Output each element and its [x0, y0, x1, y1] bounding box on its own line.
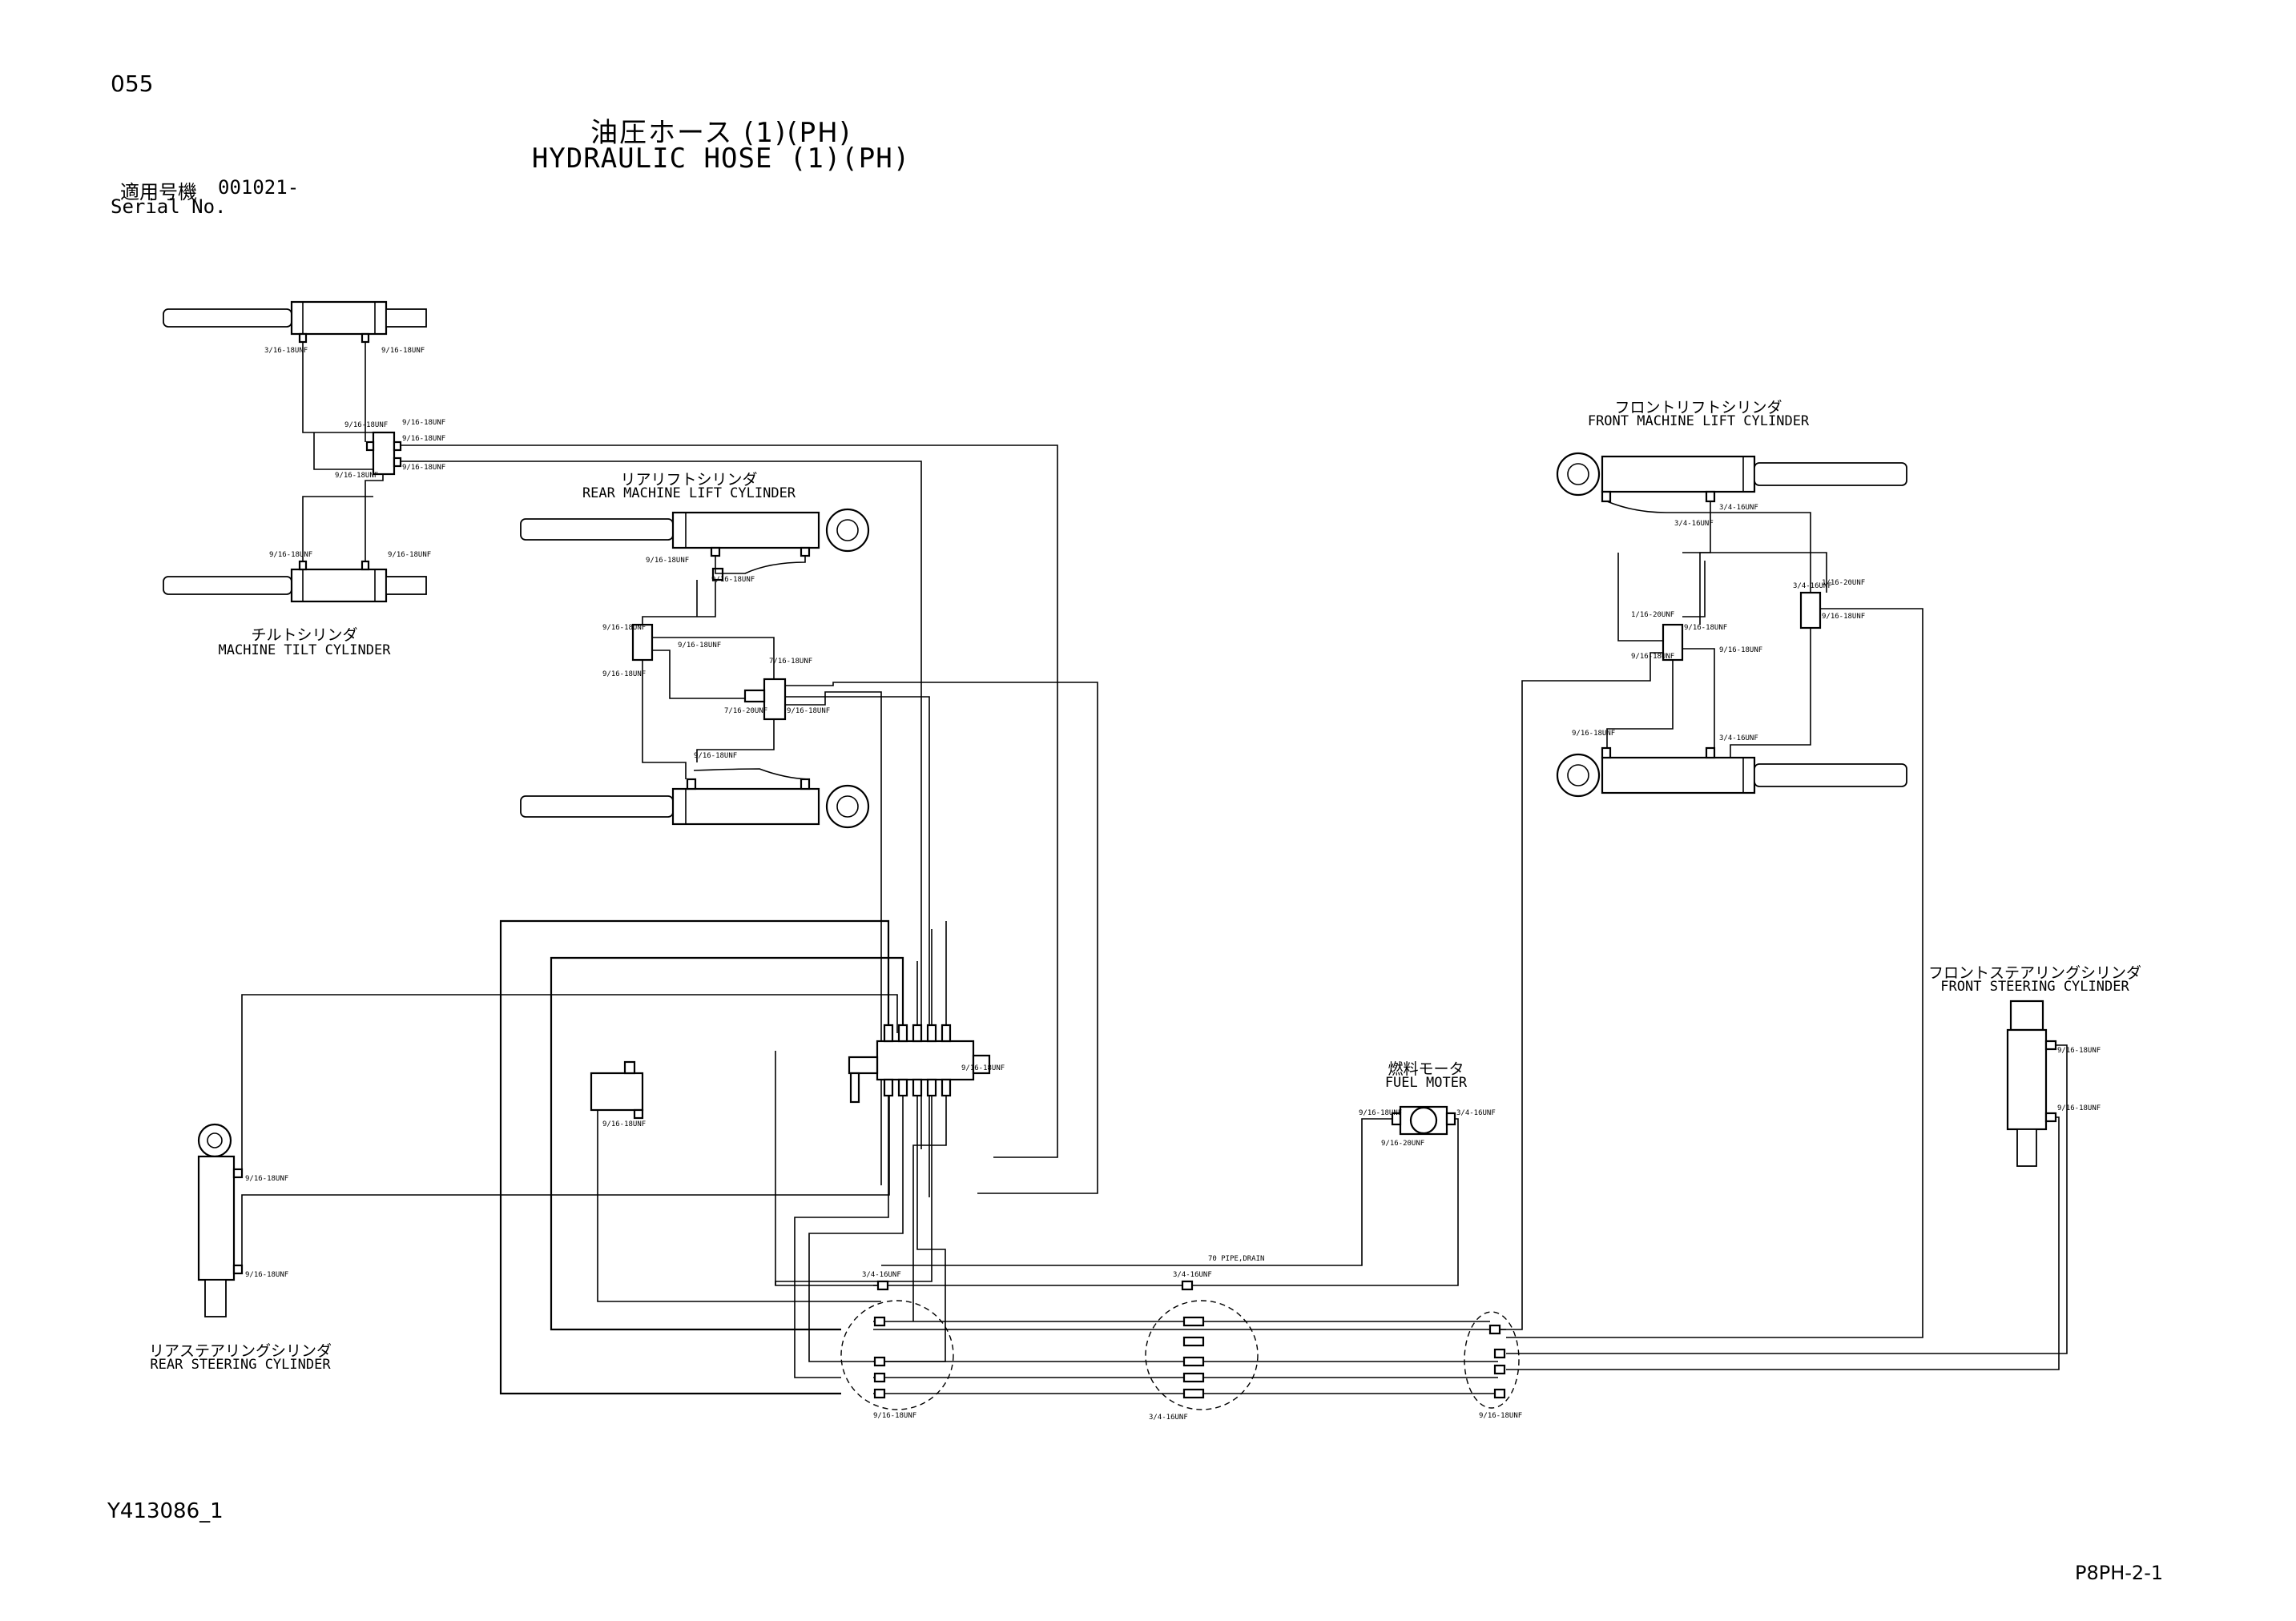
document-id: Y413086_1: [107, 1499, 224, 1523]
front-lift-caption-jp: フロントリフトシリンダ: [1614, 399, 1782, 416]
rear-steering-cylinder: [197, 1123, 244, 1317]
svg-text:9/16-18UNF: 9/16-18UNF: [1684, 624, 1727, 632]
svg-text:9/16-18UNF: 9/16-18UNF: [787, 707, 830, 715]
svg-text:9/16-20UNF: 9/16-20UNF: [1381, 1140, 1424, 1148]
front-lift-cylinder-lower: [1556, 746, 1907, 798]
svg-text:9/16-18UNF: 9/16-18UNF: [646, 557, 689, 565]
rear-lift-caption-jp: リアリフトシリンダ: [620, 471, 758, 489]
svg-text:9/16-18UNF: 9/16-18UNF: [711, 576, 755, 584]
svg-text:9/16-18UNF: 9/16-18UNF: [381, 347, 425, 355]
svg-text:9/16-18UNF: 9/16-18UNF: [1719, 646, 1762, 654]
svg-text:9/16-18UNF: 9/16-18UNF: [678, 642, 721, 650]
rear-lift-caption-en: REAR MACHINE LIFT CYLINDER: [582, 485, 796, 501]
pilot-valve-block: [590, 1060, 881, 1302]
rear-lift-cylinder-upper: [520, 508, 870, 557]
svg-text:3/4-16UNF: 3/4-16UNF: [1149, 1414, 1188, 1422]
tilt-cylinder-caption-jp: チルトシリンダ: [251, 626, 358, 644]
svg-text:9/16-18UNF: 9/16-18UNF: [402, 419, 445, 427]
svg-text:9/16-18UNF: 9/16-18UNF: [961, 1064, 1005, 1072]
svg-text:9/16-18UNF: 9/16-18UNF: [2057, 1047, 2101, 1055]
rear-lift-cylinder-lower: [520, 778, 870, 829]
svg-text:9/16-18UNF: 9/16-18UNF: [245, 1271, 288, 1279]
title-japanese: 油圧ホース (1)(PH): [590, 117, 852, 149]
svg-text:9/16-18UNF: 9/16-18UNF: [388, 551, 431, 559]
svg-text:9/16-18UNF: 9/16-18UNF: [245, 1175, 288, 1183]
tilt-cylinder-upper: [163, 300, 427, 344]
svg-text:9/16-18UNF: 9/16-18UNF: [402, 464, 445, 472]
rear-lift-hoses: [642, 556, 1098, 1197]
tilt-cylinder-caption-en: MACHINE TILT CYLINDER: [218, 642, 391, 658]
svg-text:1/16-20UNF: 1/16-20UNF: [1822, 579, 1865, 587]
front-steering-cylinder: [2006, 1000, 2057, 1167]
svg-text:7/16-18UNF: 7/16-18UNF: [769, 658, 812, 666]
detail-circles: [840, 1300, 1520, 1410]
svg-text:9/16-18UNF: 9/16-18UNF: [1572, 730, 1615, 738]
svg-text:9/16-18UNF: 9/16-18UNF: [269, 551, 312, 559]
front-lift-valves: [1662, 591, 1822, 662]
control-valve: [848, 1024, 991, 1104]
svg-text:9/16-18UNF: 9/16-18UNF: [335, 472, 378, 480]
serial-value: 001021-: [218, 176, 300, 199]
svg-text:3/4-16UNF: 3/4-16UNF: [1719, 734, 1758, 742]
svg-text:3/4-16UNF: 3/4-16UNF: [1173, 1271, 1212, 1279]
tilt-hoses: [302, 342, 1058, 1158]
svg-text:9/16-18UNF: 9/16-18UNF: [602, 624, 646, 632]
rear-steering-hoses: [241, 994, 898, 1269]
front-steering-caption-jp: フロントステアリングシリンダ: [1927, 964, 2141, 982]
fitting-annotations: 3/16-18UNF 9/16-18UNF 9/16-18UNF 9/16-18…: [245, 347, 2101, 1422]
serial-label-english: Serial No.: [111, 195, 227, 218]
svg-text:9/16-18UNF: 9/16-18UNF: [602, 670, 646, 678]
svg-text:3/4-16UNF: 3/4-16UNF: [1456, 1109, 1496, 1117]
front-lift-caption-en: FRONT MACHINE LIFT CYLINDER: [1587, 413, 1810, 429]
fuel-motor: [881, 1105, 1459, 1286]
front-steering-hoses: [1506, 1044, 2068, 1370]
svg-text:3/4-16UNF: 3/4-16UNF: [862, 1271, 901, 1279]
rear-steering-caption-en: REAR STEERING CYLINDER: [150, 1357, 331, 1373]
front-steering-caption-en: FRONT STEERING CYLINDER: [1940, 979, 2129, 995]
page-number: 055: [111, 70, 154, 97]
tilt-valve: [365, 431, 402, 476]
svg-text:9/16-18UNF: 9/16-18UNF: [873, 1412, 916, 1420]
svg-text:9/16-18UNF: 9/16-18UNF: [694, 752, 737, 760]
svg-text:9/16-18UNF: 9/16-18UNF: [2057, 1104, 2101, 1112]
title-english: HYDRAULIC HOSE (1)(PH): [531, 143, 911, 175]
svg-text:3/4-16UNF: 3/4-16UNF: [1674, 520, 1714, 528]
sheet-id: P8PH-2-1: [2075, 1562, 2164, 1584]
svg-text:7/16-20UNF: 7/16-20UNF: [724, 707, 767, 715]
svg-text:9/16-18UNF: 9/16-18UNF: [1631, 653, 1674, 661]
svg-text:9/16-18UNF: 9/16-18UNF: [602, 1120, 646, 1128]
svg-text:9/16-18UNF: 9/16-18UNF: [1359, 1109, 1402, 1117]
fuel-motor-caption-jp: 燃料モータ: [1388, 1060, 1464, 1078]
hose-fittings: [873, 1280, 1506, 1399]
svg-text:3/4-16UNF: 3/4-16UNF: [1793, 582, 1832, 590]
svg-text:9/16-18UNF: 9/16-18UNF: [344, 421, 388, 429]
svg-text:3/16-18UNF: 3/16-18UNF: [264, 347, 308, 355]
svg-text:3/4-16UNF: 3/4-16UNF: [1719, 504, 1758, 512]
front-lift-cylinder-upper: [1556, 452, 1907, 503]
tilt-cylinder-lower: [163, 560, 427, 603]
serial-label-japanese: 適用号機: [120, 181, 197, 203]
control-valve-hoses: [499, 919, 947, 1395]
front-lift-hoses: [1498, 501, 1923, 1338]
svg-text:1/16-20UNF: 1/16-20UNF: [1631, 611, 1674, 619]
svg-text:9/16-18UNF: 9/16-18UNF: [1822, 613, 1865, 621]
rear-steering-caption-jp: リアステアリングシリンダ: [148, 1342, 332, 1360]
svg-text:70 PIPE,DRAIN: 70 PIPE,DRAIN: [1208, 1255, 1264, 1263]
svg-text:9/16-18UNF: 9/16-18UNF: [402, 435, 445, 443]
svg-text:9/16-18UNF: 9/16-18UNF: [1479, 1412, 1522, 1420]
fuel-motor-caption-en: FUEL MOTER: [1384, 1075, 1468, 1091]
